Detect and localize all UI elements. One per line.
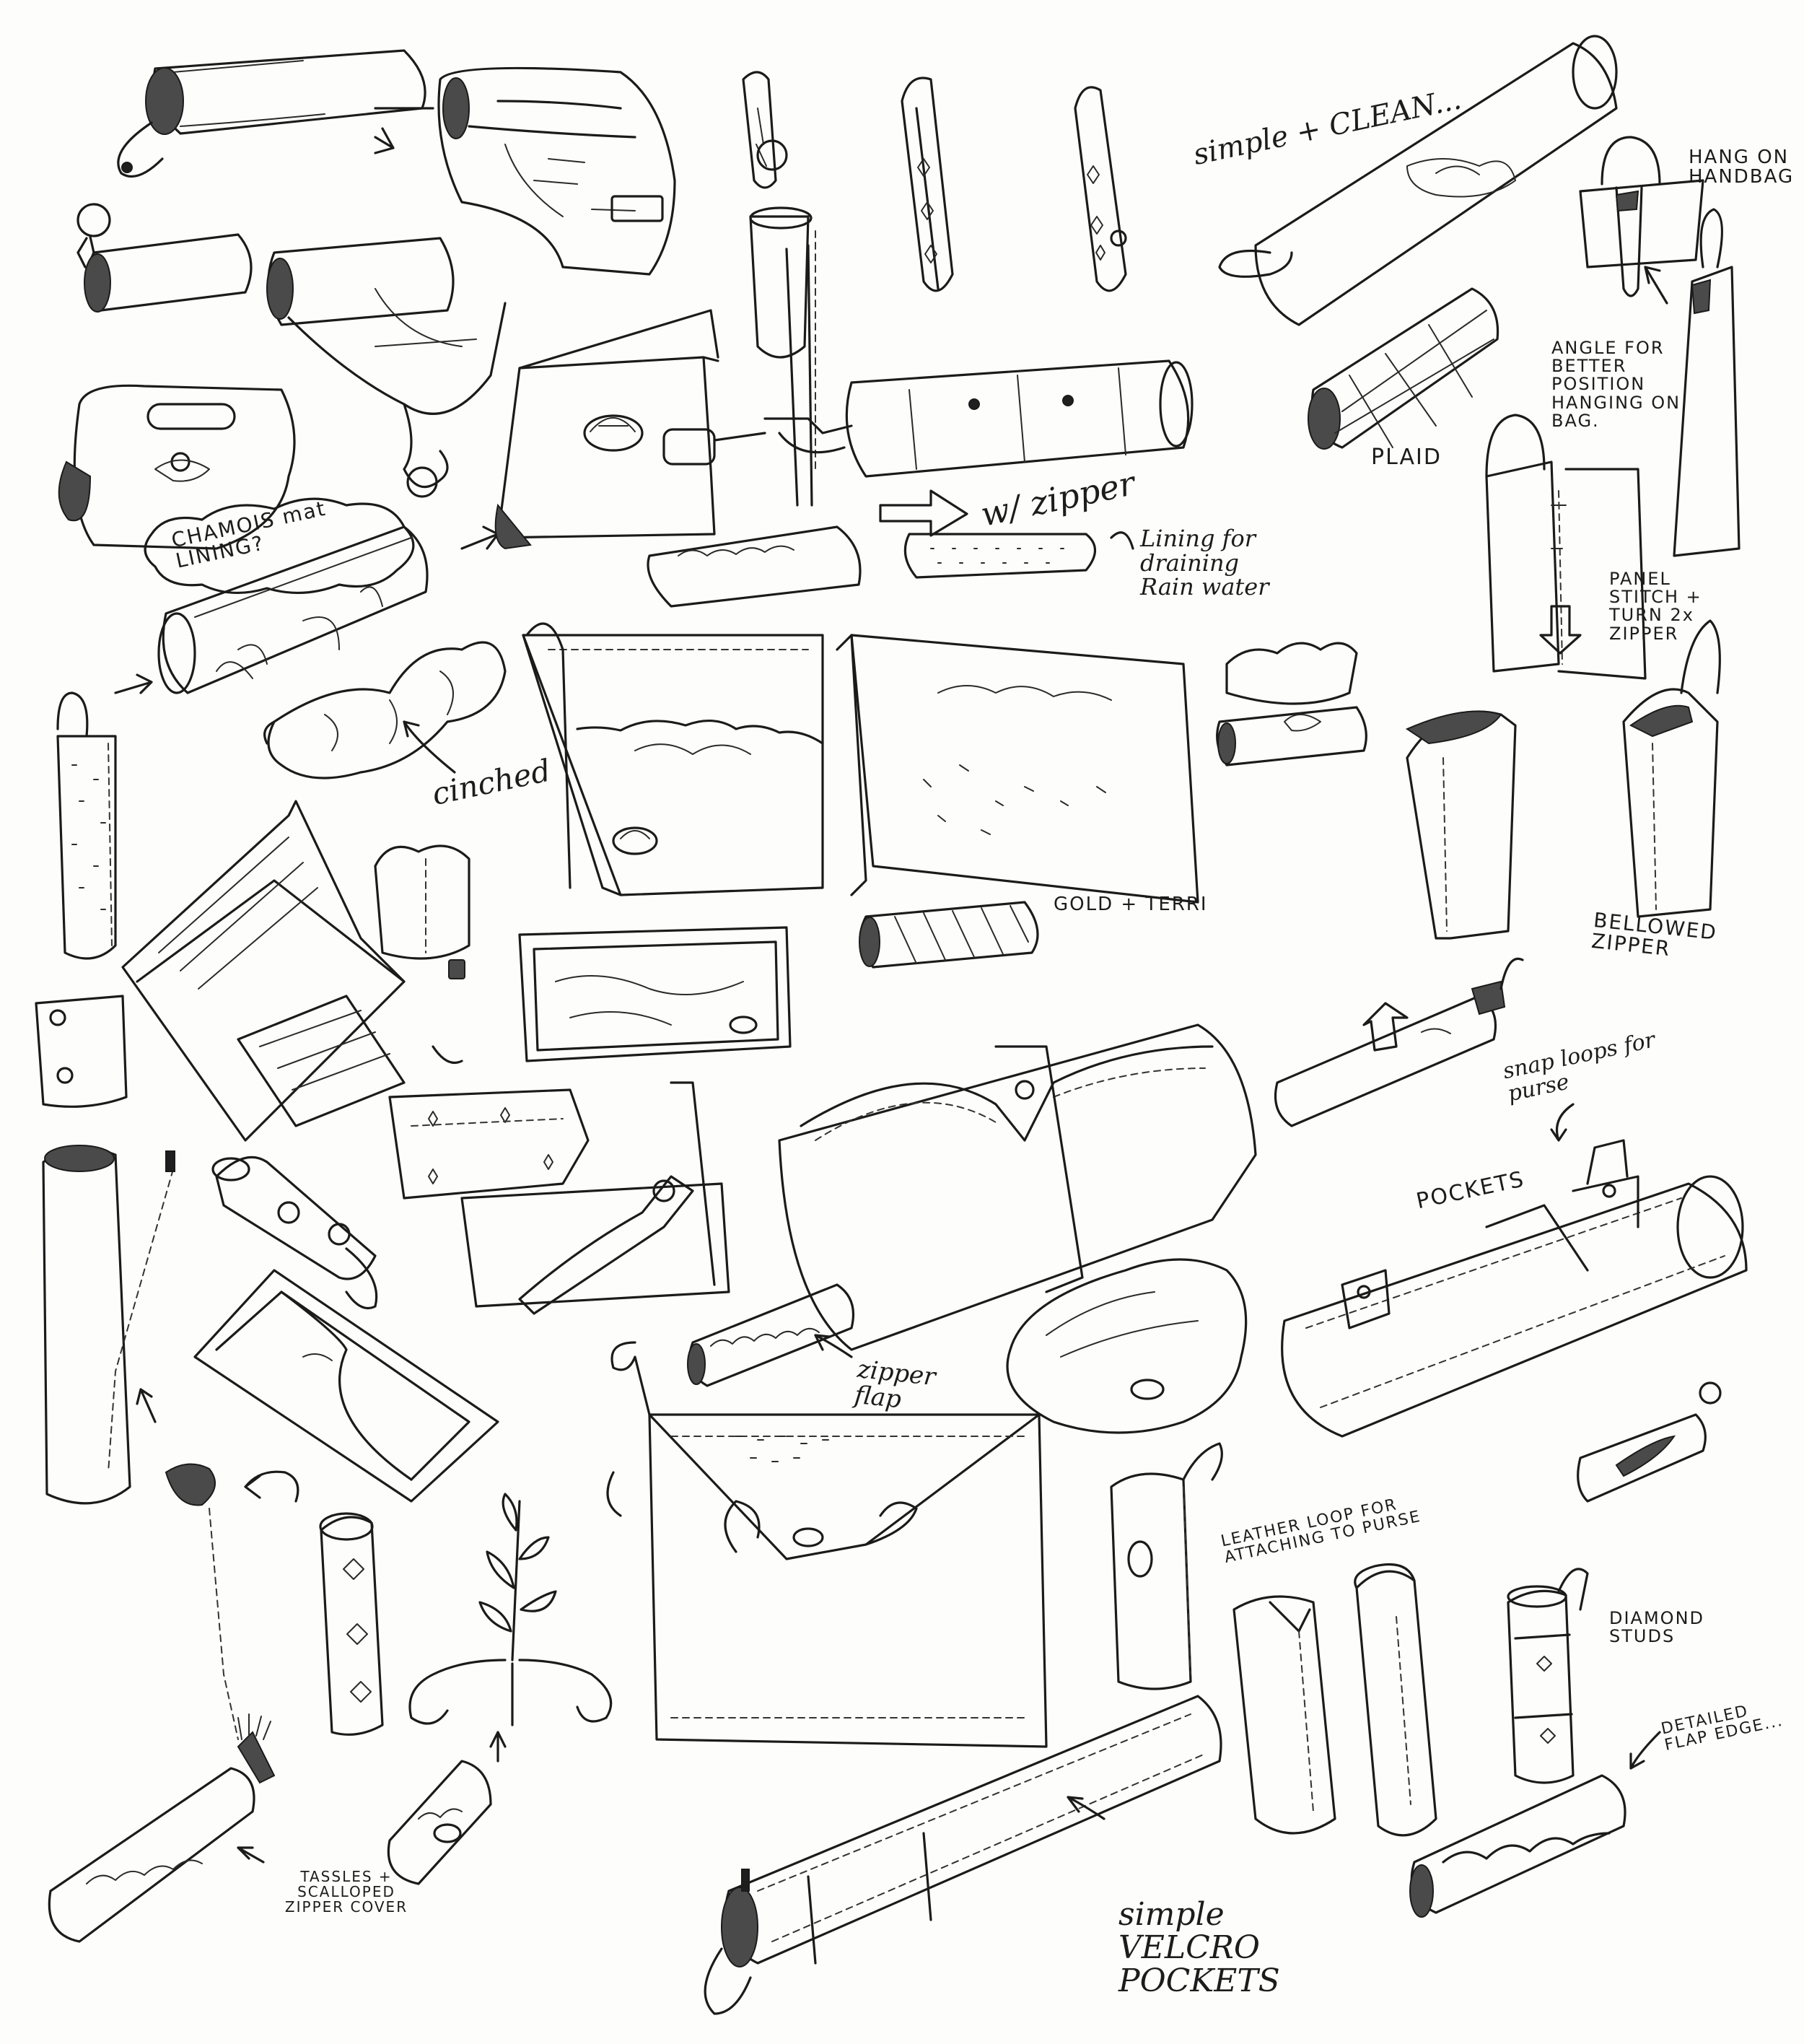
note-plaid: PLAID	[1371, 445, 1442, 470]
umbrella-icon	[743, 72, 815, 505]
strap-icon	[462, 1083, 729, 1314]
rolled-cylinder-case-icon	[859, 902, 1038, 967]
zipper-icon	[648, 527, 1133, 606]
arrow-icon	[815, 1335, 851, 1357]
arrow-icon	[238, 1848, 263, 1862]
rolled-cylinder-case-icon	[265, 642, 505, 778]
umbrella-icon	[213, 1157, 377, 1308]
zipper-icon	[688, 1285, 854, 1386]
clutch-bag-icon	[375, 846, 469, 979]
clutch-bag-icon	[1007, 1259, 1246, 1433]
clutch-bag-icon	[779, 1025, 1256, 1350]
arrow-icon	[1541, 606, 1580, 653]
note-diamond-studs: DIAMOND STUDS	[1609, 1608, 1705, 1647]
rolled-cylinder-case-icon	[1282, 1140, 1746, 1436]
flap-envelope-icon	[496, 310, 718, 549]
note-zipper-flap: zipper flap	[853, 1355, 937, 1415]
arrow-icon	[137, 1389, 155, 1422]
clutch-bag-icon	[59, 385, 294, 549]
wrist-loop-icon	[375, 108, 433, 153]
arrow-icon	[880, 491, 967, 536]
arrow-icon	[1631, 1732, 1660, 1768]
umbrella-icon	[664, 361, 1192, 476]
chamois-cloud-icon	[145, 499, 413, 593]
umbrella-icon	[1486, 415, 1645, 678]
flap-envelope-icon	[608, 1342, 1046, 1747]
clutch-bag-icon	[390, 1090, 588, 1198]
umbrella-icon	[1674, 209, 1739, 556]
diamond-stud-icon	[320, 1514, 382, 1734]
zipper-icon	[1407, 621, 1720, 938]
flap-envelope-icon	[837, 635, 1198, 902]
flap-envelope-icon	[523, 624, 823, 895]
arrow-icon	[462, 527, 498, 549]
clutch-bag-icon	[36, 996, 126, 1106]
rolled-cylinder-case-icon	[78, 204, 505, 497]
clutch-bag-icon	[1217, 643, 1367, 765]
rolled-cylinder-case-icon	[118, 51, 425, 177]
strap-icon	[902, 78, 1126, 291]
clutch-bag-icon	[439, 68, 675, 274]
tassel-icon	[49, 1714, 274, 1942]
scroll-ornament-icon	[1410, 1776, 1625, 1917]
arrow-icon	[115, 675, 152, 693]
clutch-bag-icon	[1111, 1444, 1222, 1689]
note-hang-on-handbag: HANG ON HANDBAG	[1689, 147, 1795, 188]
flap-envelope-icon	[195, 1270, 498, 1501]
rolled-cylinder-case-icon	[388, 1732, 505, 1884]
umbrella-icon	[1220, 36, 1616, 325]
clutch-bag-icon	[123, 801, 462, 1140]
note-angle-position: ANGLE FOR BETTER POSITION HANGING ON BAG…	[1551, 338, 1681, 431]
wrist-loop-icon	[1578, 1383, 1720, 1501]
zipper-icon	[58, 693, 115, 958]
arrow-icon	[1068, 1797, 1104, 1819]
note-simple-velcro-pockets: simple VELCRO POCKETS	[1118, 1896, 1280, 2000]
tassel-icon	[166, 1464, 298, 1739]
note-lining-draining: Lining for draining Rain water	[1140, 525, 1269, 601]
strap-icon	[1234, 1565, 1436, 1835]
arrow-icon	[1645, 267, 1667, 303]
rolled-cylinder-case-icon	[159, 527, 427, 693]
arrow-icon	[404, 722, 455, 772]
plaid-case-icon	[1308, 289, 1498, 449]
clutch-bag-icon	[520, 927, 790, 1061]
note-tassles-scalloped: TASSLES + SCALLOPED ZIPPER COVER	[284, 1868, 408, 1916]
diamond-stud-icon	[1508, 1569, 1588, 1783]
note-gold-terri: GOLD + TERRI	[1054, 894, 1208, 915]
note-panel-stitch: PANEL STITCH + TURN 2x ZIPPER	[1609, 569, 1702, 644]
arrow-icon	[1551, 1104, 1573, 1140]
umbrella-icon	[1276, 958, 1523, 1126]
scroll-ornament-icon	[410, 1494, 611, 1725]
clutch-bag-icon	[1580, 137, 1703, 296]
umbrella-icon	[43, 1145, 175, 1503]
rolled-cylinder-case-icon	[705, 1696, 1221, 2014]
